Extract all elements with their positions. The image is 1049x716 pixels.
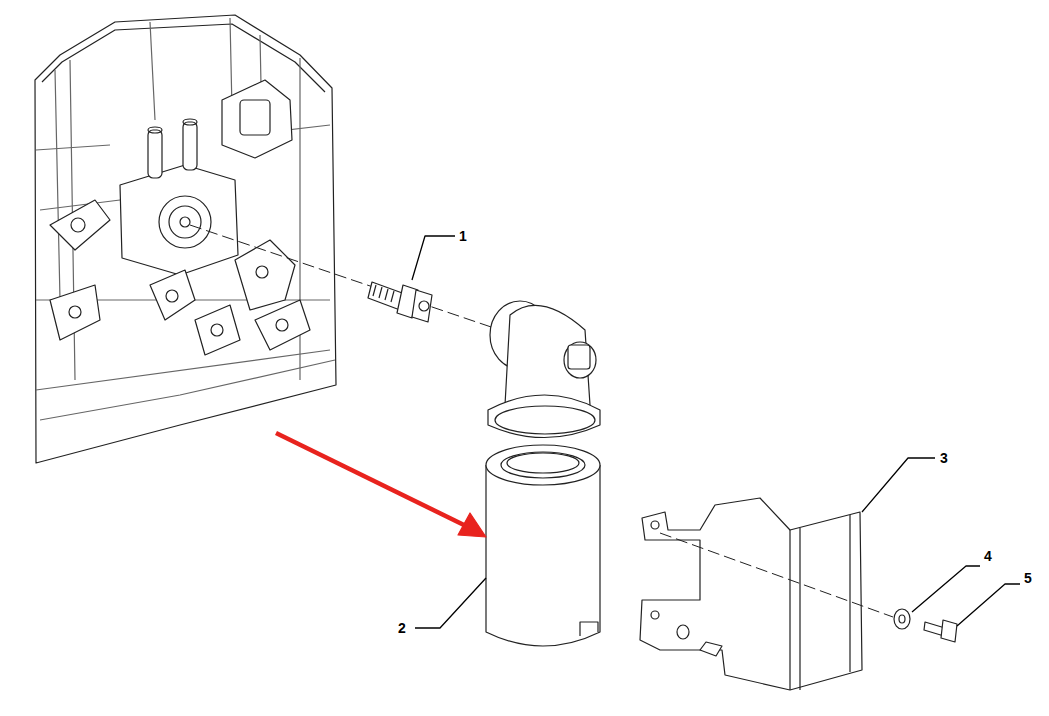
banjo-bolt <box>368 282 432 322</box>
bolt <box>924 620 957 642</box>
engine-block <box>35 15 336 463</box>
filter-head <box>488 301 600 438</box>
callout-number: 4 <box>984 548 992 564</box>
oil-filter <box>486 445 600 646</box>
callout-number: 5 <box>1024 570 1032 586</box>
washer <box>894 609 910 629</box>
pointer-arrow <box>276 433 486 537</box>
callout-number: 1 <box>459 228 467 244</box>
callout-number: 2 <box>398 620 406 636</box>
leader-lines <box>412 236 1020 628</box>
callout-number: 3 <box>940 450 948 466</box>
